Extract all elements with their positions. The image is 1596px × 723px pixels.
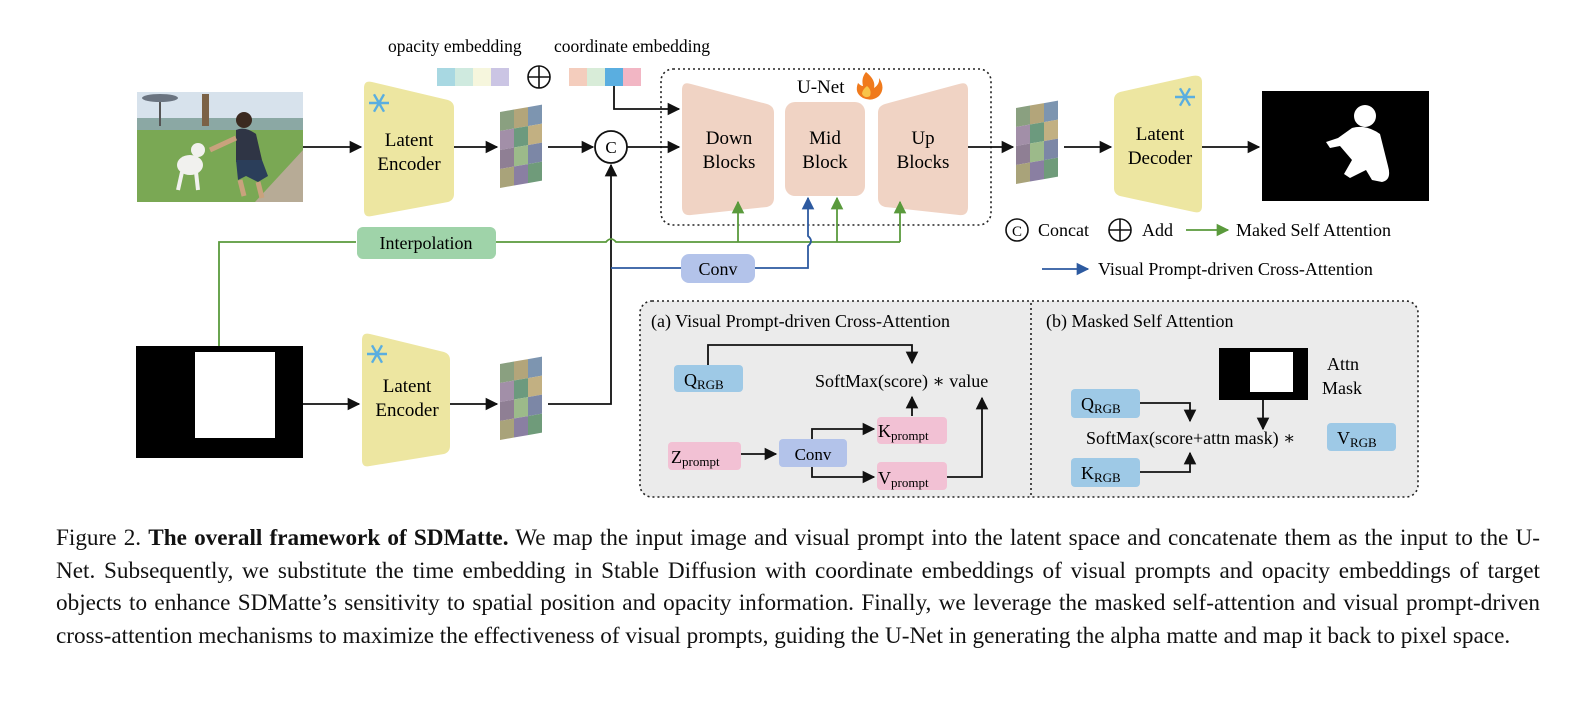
opacity-embedding-label: opacity embedding bbox=[388, 36, 522, 56]
fire-icon bbox=[856, 72, 883, 100]
latent-feature-unet-out bbox=[1016, 100, 1058, 184]
q-rgb-box-b bbox=[1071, 389, 1140, 418]
latent-encoder-top: Latent Encoder bbox=[364, 81, 454, 217]
caption-title: The overall framework of SDMatte. bbox=[148, 525, 509, 551]
svg-text:Maked Self Attention: Maked Self Attention bbox=[1236, 220, 1391, 240]
interpolation-box: Interpolation bbox=[357, 227, 496, 259]
latent-decoder: Latent Decoder bbox=[1114, 75, 1202, 213]
svg-text:(a) Visual Prompt-driven Cross: (a) Visual Prompt-driven Cross-Attention bbox=[651, 311, 950, 332]
svg-text:Add: Add bbox=[1142, 220, 1173, 240]
z-prompt-box bbox=[668, 442, 741, 470]
svg-text:Concat: Concat bbox=[1038, 220, 1089, 240]
self-attention-paths bbox=[218, 196, 907, 346]
unet-label: U-Net bbox=[797, 77, 845, 98]
mid-block: Mid Block bbox=[785, 102, 865, 196]
panel-cross-attention: (a) Visual Prompt-driven Cross-Attention… bbox=[651, 311, 989, 490]
up-blocks: Up Blocks bbox=[878, 83, 968, 216]
latent-encoder-bottom: Latent Encoder bbox=[362, 333, 450, 467]
cross-attention-path bbox=[611, 196, 815, 269]
panel-masked-self-attention: (b) Masked Self Attention Attn Mask QRGB… bbox=[1046, 311, 1396, 487]
svg-text:Blocks: Blocks bbox=[703, 152, 756, 173]
svg-text:Interpolation: Interpolation bbox=[380, 233, 473, 253]
caption-label: Figure 2. bbox=[56, 525, 142, 551]
svg-text:QRGB: QRGB bbox=[1081, 394, 1121, 416]
v-rgb-box bbox=[1327, 423, 1396, 451]
q-rgb-box bbox=[674, 365, 743, 392]
svg-text:(b) Masked Self Attention: (b) Masked Self Attention bbox=[1046, 311, 1233, 332]
svg-text:Up: Up bbox=[911, 128, 934, 149]
down-blocks: Down Blocks bbox=[682, 83, 774, 216]
svg-text:Conv: Conv bbox=[698, 259, 737, 279]
legend: C Concat Add Maked Self Attention Visual… bbox=[1005, 218, 1391, 279]
svg-text:Latent: Latent bbox=[383, 376, 432, 397]
latent-feature-bottom bbox=[500, 356, 542, 440]
svg-text:Block: Block bbox=[802, 152, 848, 173]
svg-text:Visual Prompt-driven Cross-Att: Visual Prompt-driven Cross-Attention bbox=[1098, 259, 1373, 279]
input-image bbox=[137, 92, 303, 202]
k-rgb-box bbox=[1071, 458, 1140, 487]
svg-text:Kprompt: Kprompt bbox=[878, 421, 929, 443]
concat-icon: C bbox=[594, 130, 628, 164]
v-prompt-box bbox=[877, 462, 947, 490]
caption-text: We map the input image and visual prompt… bbox=[56, 525, 1540, 649]
svg-text:Zprompt: Zprompt bbox=[671, 447, 720, 469]
svg-text:C: C bbox=[1012, 224, 1022, 240]
svg-text:Encoder: Encoder bbox=[377, 154, 441, 175]
data-flow-arrows bbox=[303, 86, 1261, 411]
svg-text:VRGB: VRGB bbox=[1337, 428, 1377, 450]
svg-text:Conv: Conv bbox=[795, 445, 832, 464]
svg-text:SoftMax(score) ∗ value: SoftMax(score) ∗ value bbox=[815, 371, 988, 392]
svg-text:QRGB: QRGB bbox=[684, 370, 724, 392]
coordinate-embedding-label: coordinate embedding bbox=[554, 36, 710, 56]
latent-feature-top bbox=[500, 104, 542, 188]
framework-diagram: Latent Encoder Latent Encoder opacity em… bbox=[136, 36, 1429, 498]
opacity-embedding bbox=[437, 68, 509, 86]
svg-text:Mid: Mid bbox=[809, 128, 841, 149]
add-icon bbox=[527, 65, 551, 89]
svg-text:KRGB: KRGB bbox=[1081, 463, 1121, 485]
conv-box-a bbox=[779, 439, 847, 467]
svg-text:Attn: Attn bbox=[1327, 354, 1359, 374]
conv-box: Conv bbox=[681, 254, 755, 283]
svg-text:Latent: Latent bbox=[1136, 124, 1185, 145]
svg-text:SoftMax(score+attn mask) ∗: SoftMax(score+attn mask) ∗ bbox=[1086, 428, 1295, 449]
svg-text:Mask: Mask bbox=[1322, 378, 1362, 398]
svg-text:Down: Down bbox=[706, 128, 753, 149]
svg-text:Encoder: Encoder bbox=[375, 400, 439, 421]
figure-caption: Figure 2. The overall framework of SDMat… bbox=[56, 522, 1540, 652]
add-icon bbox=[1108, 218, 1132, 242]
output-alpha-matte bbox=[1262, 91, 1429, 201]
k-prompt-box bbox=[877, 417, 947, 444]
svg-text:Vprompt: Vprompt bbox=[878, 468, 929, 490]
coordinate-embedding bbox=[569, 68, 641, 86]
svg-text:Decoder: Decoder bbox=[1128, 148, 1193, 169]
svg-text:Latent: Latent bbox=[385, 130, 434, 151]
concat-icon bbox=[1005, 218, 1029, 242]
svg-text:C: C bbox=[605, 138, 616, 157]
mask-input bbox=[136, 346, 303, 458]
svg-text:Blocks: Blocks bbox=[897, 152, 950, 173]
